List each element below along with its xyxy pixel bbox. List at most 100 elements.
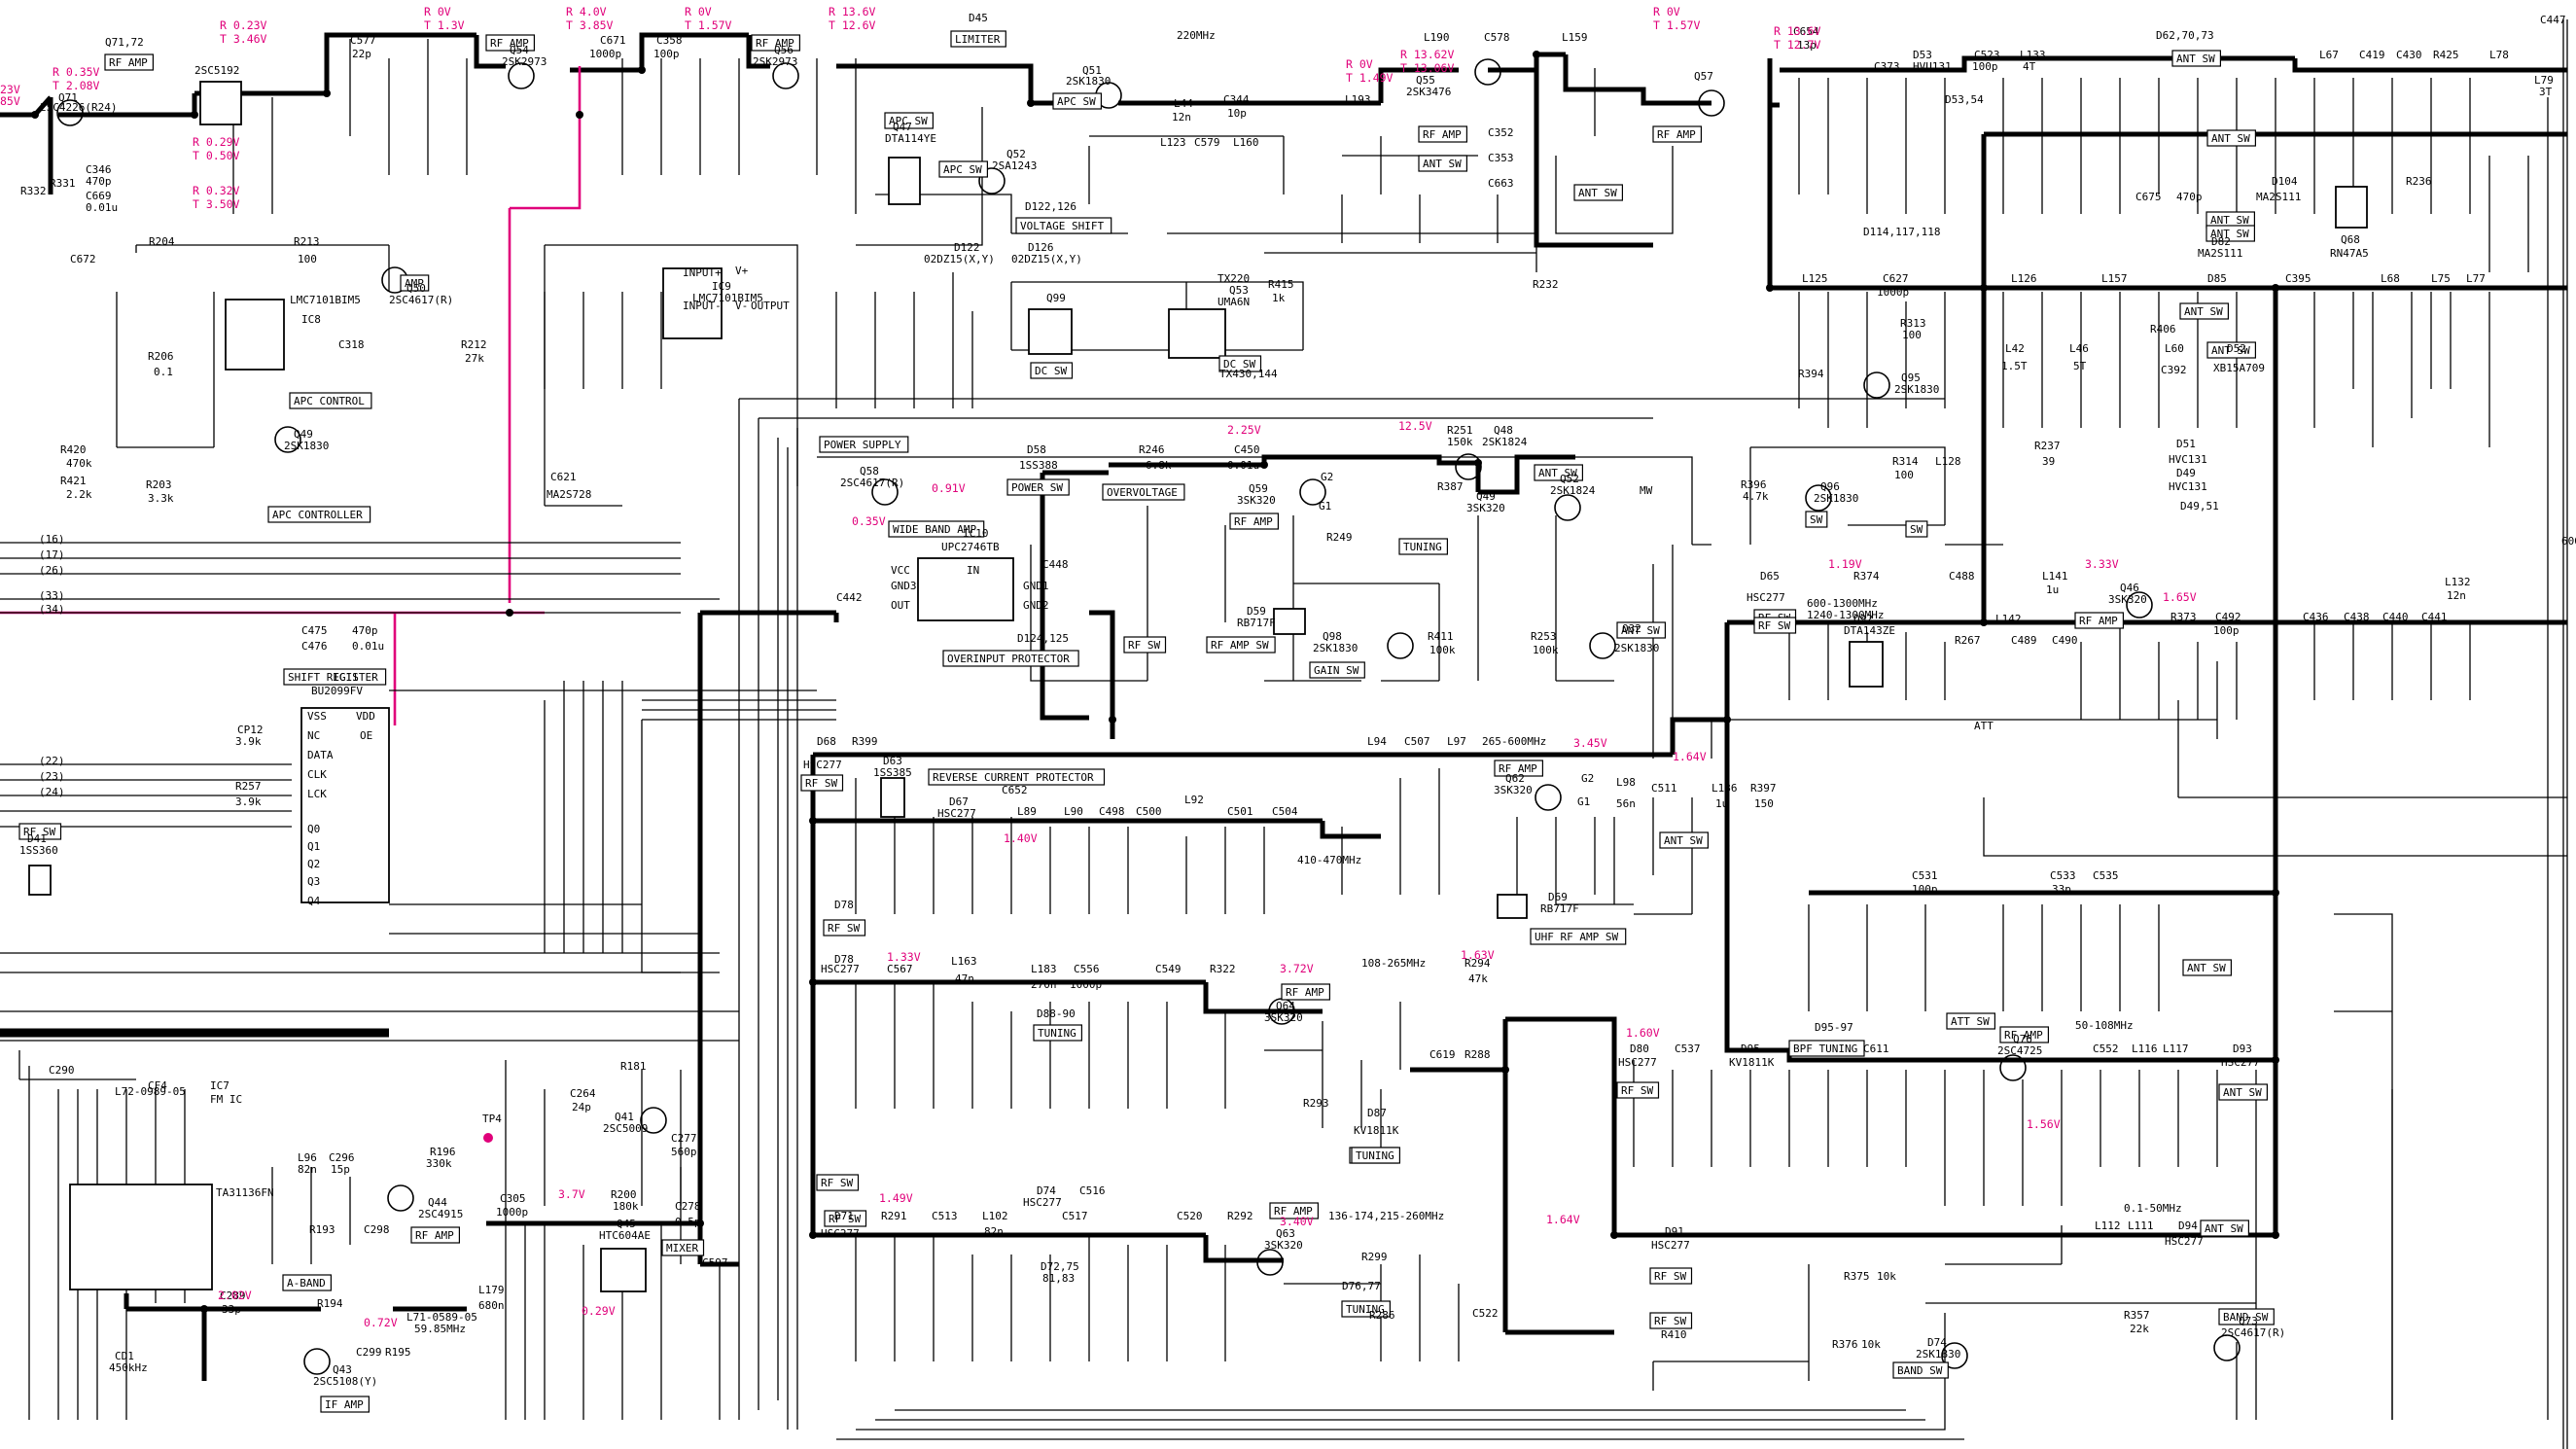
- component-label: C675: [2135, 191, 2162, 203]
- voltage-reading: 1.64V: [1546, 1213, 1580, 1226]
- component-label: L89: [1017, 805, 1037, 818]
- component-label: Q48: [1494, 424, 1513, 437]
- component-label: L67: [2319, 49, 2339, 61]
- component-label: C504: [1272, 805, 1298, 818]
- function-label-text: RF AMP: [1499, 762, 1537, 775]
- component-label: 2SK2973: [753, 55, 797, 68]
- component-label: L97: [1447, 735, 1466, 748]
- function-label: APC CONTROL: [289, 392, 372, 409]
- component-label: D122,126: [1025, 200, 1076, 213]
- component-label: L42: [2005, 342, 2025, 355]
- component-label: C441: [2421, 611, 2448, 623]
- component-label: C523: [1974, 49, 2000, 61]
- component-label: UMA6N: [1217, 296, 1250, 308]
- component-label: 100k: [1429, 644, 1456, 656]
- component-label: G1: [1319, 500, 1331, 512]
- q47-package: [888, 157, 921, 205]
- component-label: HSC277: [821, 963, 860, 975]
- function-label: TUNING: [1033, 1024, 1083, 1042]
- component-label: HVC131: [2169, 453, 2207, 466]
- function-label: ATT SW: [1946, 1012, 1996, 1030]
- component-label: G2: [1321, 471, 1333, 483]
- component-label: 3SK320: [1237, 494, 1276, 507]
- component-label: R331: [50, 177, 76, 190]
- function-label-frame: [2074, 612, 2125, 629]
- voltage-reading: R 0.35V: [53, 65, 100, 79]
- function-label-frame: [1753, 617, 1797, 634]
- component-label: C442: [836, 591, 863, 604]
- component-label: C299: [356, 1346, 382, 1359]
- component-label: 3T: [2539, 86, 2553, 98]
- component-label: R397: [1750, 782, 1777, 795]
- component-label: D93: [2233, 1043, 2252, 1055]
- function-label-text: LIMITER: [955, 33, 1001, 46]
- function-label-frame: [1418, 155, 1468, 172]
- function-label: APC SW: [938, 160, 989, 178]
- function-label: RF AMP: [1494, 760, 1544, 777]
- function-label-text: SW: [1910, 523, 1923, 536]
- component-label: L117: [2163, 1043, 2189, 1055]
- component-label: R253: [1531, 630, 1557, 643]
- component-label: C296: [329, 1151, 355, 1164]
- component-label: C520: [1177, 1210, 1203, 1222]
- component-label: 2SK1830: [1614, 642, 1659, 654]
- component-label: 1.5T: [2001, 360, 2028, 372]
- function-label-text: RF SW: [828, 922, 860, 935]
- component-label: D67: [949, 795, 969, 808]
- voltage-reading: 3.7V: [558, 1187, 585, 1201]
- d41-package: [28, 865, 52, 896]
- function-label: RF SW: [1753, 617, 1797, 634]
- function-label-frame: [2206, 129, 2257, 147]
- component-label: 2SC4226(R24): [40, 101, 117, 114]
- function-label-text: ANT SW: [1664, 834, 1703, 847]
- function-label-text: UHF RF AMP SW: [1535, 931, 1618, 943]
- function-label-frame: [1999, 1026, 2050, 1043]
- voltage-reading: 23V: [0, 83, 20, 96]
- component-label: C533: [2050, 869, 2076, 882]
- component-label: 1u: [1715, 797, 1728, 810]
- component-label: 3SK320: [1264, 1239, 1303, 1252]
- voltage-reading: 85V: [0, 94, 20, 108]
- function-label-text: DC SW: [1223, 358, 1255, 371]
- component-label: 600-1300MHz: [1807, 597, 1878, 610]
- component-label: 100: [298, 253, 317, 265]
- component-label: 02DZ15(X,Y): [1011, 253, 1082, 265]
- function-label-frame: [1616, 621, 1667, 639]
- component-label: D85: [2207, 272, 2227, 285]
- component-label: R293: [1303, 1097, 1329, 1110]
- component-label: Q71: [58, 91, 78, 104]
- component-label: 0.1: [154, 366, 173, 378]
- component-label: D88-90: [1037, 1007, 1076, 1020]
- component-label: C436: [2303, 611, 2329, 623]
- component-label: 1000p: [1877, 286, 1909, 299]
- component-label: DATA: [307, 749, 334, 761]
- component-label: C578: [1484, 31, 1510, 44]
- component-label: Q43: [333, 1363, 352, 1376]
- function-label: RF AMP: [1418, 125, 1468, 143]
- function-label-text: RF AMP: [1274, 1205, 1313, 1218]
- component-label: R213: [294, 235, 320, 248]
- component-label: 330k: [426, 1157, 452, 1170]
- function-label-text: RF SW: [1128, 639, 1160, 652]
- function-label-text: POWER SW: [1011, 481, 1063, 494]
- tp4-test-point: [483, 1133, 493, 1143]
- component-label: 2SK2973: [502, 55, 547, 68]
- component-label: HSC277: [2221, 1056, 2260, 1069]
- function-label-frame: [1659, 831, 1710, 849]
- function-label-frame: [2218, 1308, 2275, 1325]
- function-label: TUNING: [1341, 1300, 1392, 1318]
- function-label-text: OVERVOLTAGE: [1107, 486, 1178, 499]
- voltage-reading: 0.91V: [932, 481, 966, 495]
- component-label: 2SC4617(R): [2221, 1326, 2285, 1339]
- function-label-text: RF AMP: [490, 37, 529, 50]
- component-label: 180k: [613, 1200, 639, 1213]
- component-label: 2SK1830: [1916, 1348, 1960, 1361]
- component-label: MA2S111: [2256, 191, 2301, 203]
- component-label: C489: [2011, 634, 2037, 647]
- function-label-text: A-BAND: [287, 1277, 326, 1290]
- component-label: 22k: [2130, 1323, 2149, 1335]
- function-label-frame: [1351, 1147, 1401, 1164]
- component-label: L193: [1345, 93, 1371, 106]
- component-label: C392: [2161, 364, 2187, 376]
- component-label: D58: [1027, 443, 1046, 456]
